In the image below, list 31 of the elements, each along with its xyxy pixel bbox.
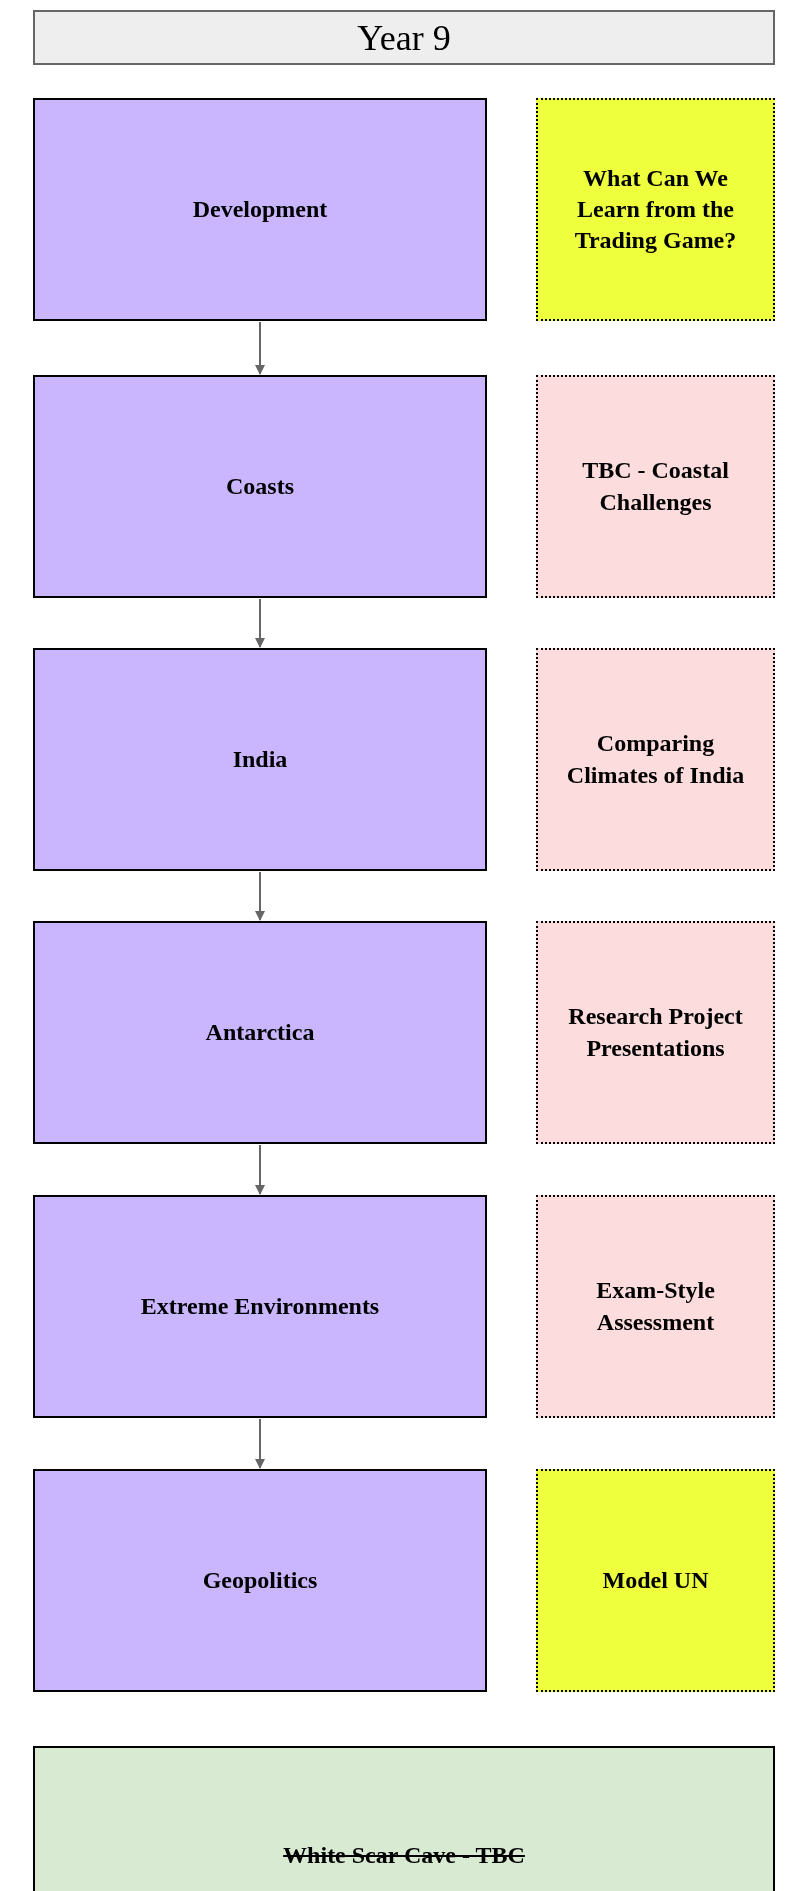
assessment-box: [536, 375, 775, 598]
unit-box: [33, 921, 487, 1144]
arrow: [255, 871, 265, 921]
arrow: [255, 1144, 265, 1195]
box-label: Development: [192, 194, 328, 224]
box-label: Exam-Style Assessment: [595, 1276, 716, 1337]
unit-box: [33, 375, 487, 598]
arrow: [255, 1418, 265, 1469]
unit-box: [33, 648, 487, 871]
activity-box: [536, 1469, 775, 1692]
assessment-box: [536, 648, 775, 871]
title: Year 9: [357, 16, 451, 59]
assessment-box: [536, 921, 775, 1144]
box-label: Comparing Climates of India: [565, 729, 746, 790]
box-label: Coasts: [226, 471, 294, 501]
arrow: [255, 598, 265, 648]
unit-box: [33, 1195, 487, 1418]
arrow: [255, 321, 265, 375]
unit-box: [33, 98, 487, 321]
unit-box: [33, 1469, 487, 1692]
activity-box: [536, 98, 775, 321]
box-label: India: [232, 744, 288, 774]
box-label: Research Project Presentations: [567, 1002, 744, 1063]
box-label: Model UN: [602, 1565, 709, 1595]
box-label: Geopolitics: [202, 1565, 318, 1595]
box-label: What Can We Learn from the Trading Game?: [573, 163, 738, 256]
box-label: White Scar Cave - TBC: [283, 1841, 525, 1871]
box-label: TBC - Coastal Challenges: [581, 456, 730, 517]
box-label: Antarctica: [205, 1017, 315, 1047]
assessment-box: [536, 1195, 775, 1418]
box-label: Extreme Environments: [140, 1291, 380, 1321]
